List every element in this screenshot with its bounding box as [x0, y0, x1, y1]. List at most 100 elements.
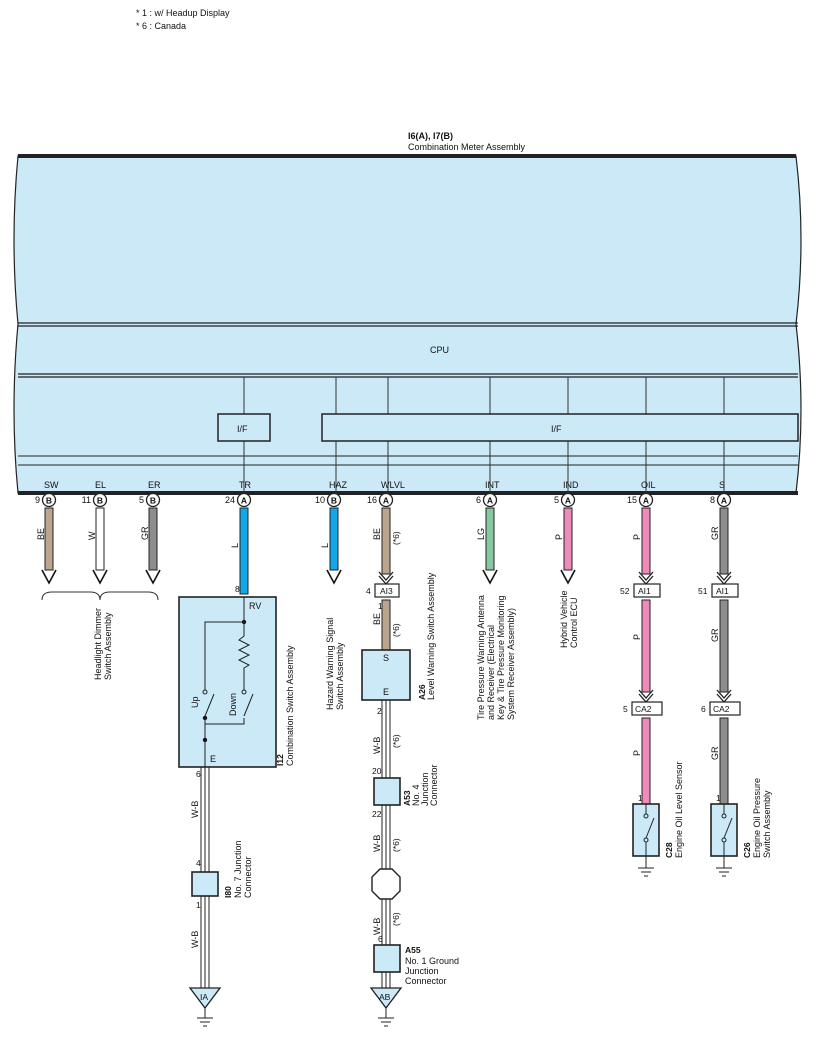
terminal-connector-circle-er [145, 492, 161, 508]
terminal-connector-circle-oil [638, 492, 654, 508]
wire-s-color: GR [710, 526, 720, 540]
terminal-connector-circle-wlvl [378, 492, 394, 508]
s-ca2-label: CA2 [713, 704, 730, 714]
wire-ind-color: P [554, 534, 564, 540]
i80-pin-out: 1 [196, 900, 201, 910]
terminal-connector-tr: A [241, 496, 247, 506]
terminal-connector-circle-tr [236, 492, 252, 508]
terminal-name-tr: TR [239, 480, 251, 490]
terminal-name-wlvl: WLVL [381, 480, 405, 490]
combo-down: Down [228, 693, 238, 716]
hazard-label-2: Switch Assembly [335, 642, 345, 710]
wlvl-branch [361, 507, 411, 1027]
terminal-connector-wlvl: A [383, 496, 389, 506]
terminal-pin-er: 5 [139, 495, 144, 505]
terminal-connector-sw: B [46, 496, 52, 506]
terminal-pin-int: 6 [476, 495, 481, 505]
combo-pin-bottom: 6 [196, 769, 201, 779]
terminal-connector-int: A [487, 496, 493, 506]
a53-line2: Junction [420, 772, 430, 806]
terminal-connector-ind: A [565, 496, 571, 506]
hazard-wire [326, 507, 342, 584]
wlvl-note-2: (*6) [391, 838, 401, 852]
i80-pin-in: 4 [196, 858, 201, 868]
a55-code: A55 [405, 945, 421, 955]
combo-term-rv: RV [249, 601, 261, 611]
s-wire-2: GR [710, 746, 720, 760]
combination-meter-assembly [13, 154, 802, 495]
wire-el-color: W [87, 531, 97, 540]
a55-line3: Connector [405, 976, 447, 986]
ai3-pin-in: 4 [366, 586, 371, 596]
i80-line1: No. 7 Junction [233, 840, 243, 898]
terminal-connector-circle-haz [326, 492, 342, 508]
tire-line4: System Receiver Assembly) [506, 608, 516, 720]
combo-up: Up [190, 696, 200, 708]
wire-sw-color: BE [36, 528, 46, 540]
wire-er-color: GR [140, 526, 150, 540]
note-1: * 1 : w/ Headup Display [136, 8, 230, 18]
wire-oil-color: P [632, 534, 642, 540]
terminal-name-s: S [719, 480, 725, 490]
terminal-name-er: ER [148, 480, 161, 490]
if-label-left: I/F [237, 424, 248, 434]
terminal-pin-tr: 24 [225, 495, 235, 505]
terminal-connector-haz: B [331, 496, 337, 506]
s-sensor-line1: Engine Oil Pressure [752, 778, 762, 858]
terminal-connector-circle-ind [560, 492, 576, 508]
a53-pin-out: 22 [372, 809, 382, 819]
i80-line2: Connector [243, 856, 253, 898]
int-wire [482, 507, 498, 584]
meter-code: I6(A), I7(B) [408, 131, 453, 141]
s-branch [709, 507, 741, 877]
oil-sensor-name: Engine Oil Level Sensor [674, 761, 684, 858]
headlight-label-2: Switch Assembly [103, 612, 113, 680]
combo-term-e: E [210, 754, 216, 764]
headlight-label-1: Headlight Dimmer [93, 608, 103, 680]
wire-wlvl-note: (*6) [391, 531, 401, 545]
a26-term-e: E [383, 687, 389, 697]
oil-ca2-label: CA2 [635, 704, 652, 714]
terminal-pin-wlvl: 16 [367, 495, 377, 505]
hazard-label-1: Hazard Warning Signal [325, 618, 335, 710]
a55-line1: No. 1 Ground [405, 956, 459, 966]
terminal-name-el: EL [95, 480, 106, 490]
terminal-connector-er: B [150, 496, 156, 506]
a53-code: A53 [402, 790, 412, 806]
terminal-connector-oil: A [643, 496, 649, 506]
i80-wire-wb: W-B [190, 931, 200, 948]
s-sensor-pin: 1 [716, 793, 721, 803]
cpu-label: CPU [430, 345, 449, 355]
terminal-pin-s: 8 [710, 495, 715, 505]
terminal-name-oil: OIL [641, 480, 656, 490]
headlight-wires [41, 507, 161, 601]
terminal-pin-el: 11 [82, 495, 91, 505]
oil-branch [631, 507, 663, 877]
hybrid-line1: Hybrid Vehicle [559, 590, 569, 648]
i80-code: I80 [223, 886, 233, 898]
a53-line1: No. 4 [411, 784, 421, 806]
a26-pin-out: 2 [377, 706, 382, 716]
ground-ia: IA [200, 992, 208, 1002]
terminal-pin-ind: 5 [554, 495, 559, 505]
oil-ai1-pin: 52 [620, 586, 630, 596]
terminal-pin-sw: 9 [35, 495, 40, 505]
if-label-right: I/F [551, 424, 562, 434]
hybrid-line2: Control ECU [569, 597, 579, 648]
wlvl-wire-wb-2: W-B [372, 835, 382, 852]
a26-name: Level Warning Switch Assembly [426, 572, 436, 700]
combo-name: Combination Switch Assembly [285, 645, 295, 766]
oil-ca2-pin: 5 [623, 704, 628, 714]
terminal-name-int: INT [485, 480, 500, 490]
tire-line1: Tire Pressure Warning Antenna [476, 595, 486, 720]
oil-wire-2: P [632, 750, 642, 756]
oil-sensor-pin: 1 [638, 793, 643, 803]
terminal-connector-circle-el [92, 492, 108, 508]
wire-tr-color: L [230, 543, 240, 548]
oil-sensor-code: C28 [664, 842, 674, 858]
terminal-connector-el: B [97, 496, 103, 506]
combo-pin-top: 8 [235, 584, 240, 594]
a55-line2: Junction [405, 966, 439, 976]
